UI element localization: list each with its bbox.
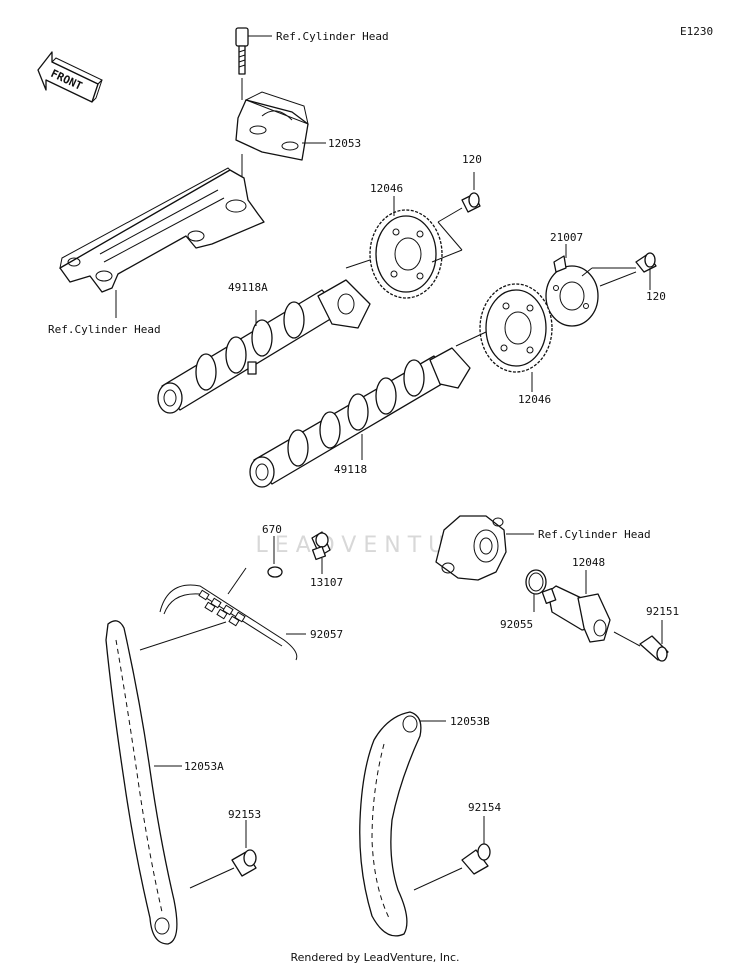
front-arrow-icon: FRONT	[37, 51, 103, 103]
label-13107: 13107	[310, 576, 343, 589]
sprocket-bolt-120-top	[461, 192, 481, 213]
label-49118: 49118	[334, 463, 367, 476]
label-92151: 92151	[646, 605, 679, 618]
cam-chain-92057	[159, 584, 298, 661]
rotor-bolt-120-right	[635, 252, 657, 273]
bolt-13107	[311, 531, 331, 561]
label-670: 670	[262, 523, 282, 536]
chain-guide-12053a	[105, 620, 178, 945]
label-ref-cylinder-head-top: Ref.Cylinder Head	[276, 30, 389, 43]
label-92153: 92153	[228, 808, 261, 821]
label-12046-bottom: 12046	[518, 393, 551, 406]
tensioner-bolt-92151	[639, 635, 669, 662]
label-12053: 12053	[328, 137, 361, 150]
label-ref-cylinder-head-right: Ref.Cylinder Head	[538, 528, 651, 541]
label-120-top: 120	[462, 153, 482, 166]
label-12046-top: 12046	[370, 182, 403, 195]
label-92154: 92154	[468, 801, 501, 814]
label-120-right: 120	[646, 290, 666, 303]
label-92055: 92055	[500, 618, 533, 631]
label-21007: 21007	[550, 231, 583, 244]
camshaft-49118a	[157, 279, 371, 414]
holder-bolt-top	[235, 27, 249, 75]
tensioner-housing-ref	[435, 515, 507, 581]
guide-bolt-92154	[461, 843, 491, 875]
label-12048: 12048	[572, 556, 605, 569]
chain-guide-12053b	[359, 711, 422, 937]
camshaft-49118	[249, 347, 471, 488]
timing-rotor-21007	[545, 255, 599, 327]
washer-670	[267, 566, 283, 578]
cam-chain-tensioner-12048	[541, 585, 611, 643]
diagram-code: E1230	[680, 25, 713, 38]
label-12053b: 12053B	[450, 715, 490, 728]
footer-credit: Rendered by LeadVenture, Inc.	[290, 951, 460, 964]
label-49118a: 49118A	[228, 281, 268, 294]
label-ref-cylinder-head-left: Ref.Cylinder Head	[48, 323, 161, 336]
guide-bolt-92153	[231, 849, 257, 877]
cylinder-head-rail	[59, 167, 265, 293]
cam-sprocket-12046-upper	[369, 209, 443, 299]
label-12053a: 12053A	[184, 760, 224, 773]
camshaft-holder-12053	[235, 91, 309, 161]
cam-sprocket-12046-lower	[479, 283, 553, 373]
label-92057: 92057	[310, 628, 343, 641]
